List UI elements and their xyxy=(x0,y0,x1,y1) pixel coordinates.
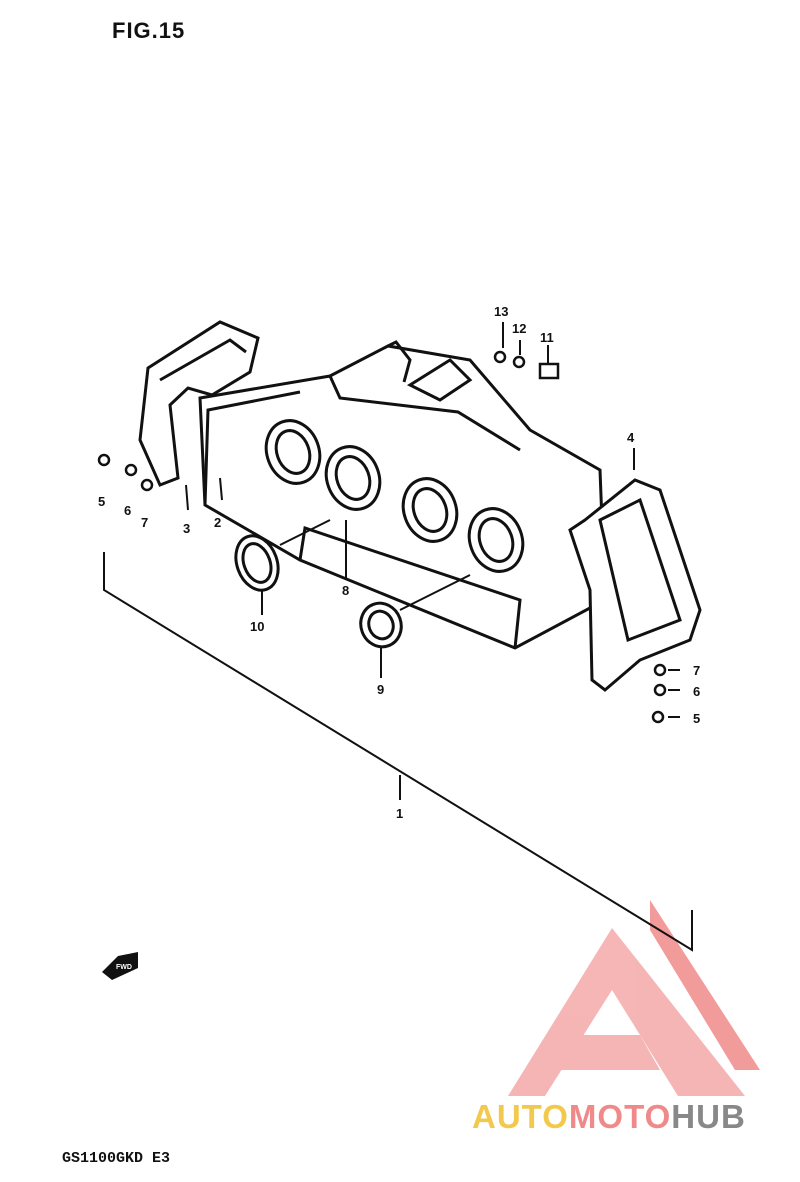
callout-4: 4 xyxy=(627,430,635,445)
right-cover xyxy=(568,478,702,692)
callout-11: 11 xyxy=(540,330,554,345)
watermark-part2: MOTO xyxy=(568,1098,672,1135)
model-code: GS1100GKD E3 xyxy=(62,1150,171,1167)
callout-6: 6 xyxy=(124,503,131,518)
callout-1: 1 xyxy=(396,806,403,821)
callout-9: 9 xyxy=(377,682,384,697)
callout-labels: 1 2 3 4 5 6 7 8 9 10 11 12 13 5 6 7 xyxy=(98,304,700,821)
hose-clamp xyxy=(234,534,280,592)
watermark-part3: HUB xyxy=(671,1098,746,1135)
figure-title: FIG.15 xyxy=(112,18,186,43)
front-arrow-icon: FWD xyxy=(102,952,138,980)
left-cover xyxy=(138,320,260,487)
leader-lines xyxy=(103,322,693,952)
watermark-part1: AUTO xyxy=(472,1098,569,1135)
callout-13: 13 xyxy=(494,304,508,319)
watermark-text: AUTOMOTOHUB xyxy=(472,1098,746,1136)
callout-3: 3 xyxy=(183,521,190,536)
callout-2: 2 xyxy=(214,515,221,530)
callout-5-right: 5 xyxy=(693,711,700,726)
air-cleaner-box xyxy=(198,340,607,650)
callout-12: 12 xyxy=(512,321,526,336)
callout-6-right: 6 xyxy=(693,684,700,699)
intake-boots xyxy=(264,419,525,573)
callout-10: 10 xyxy=(250,619,264,634)
callout-7-right: 7 xyxy=(693,663,700,678)
callout-8: 8 xyxy=(342,583,349,598)
callout-5: 5 xyxy=(98,494,105,509)
hardware-parts xyxy=(97,350,667,724)
watermark-logo-icon xyxy=(508,900,760,1096)
seal-ring xyxy=(359,601,403,649)
front-arrow-label: FWD xyxy=(116,964,132,971)
callout-7: 7 xyxy=(141,515,148,530)
